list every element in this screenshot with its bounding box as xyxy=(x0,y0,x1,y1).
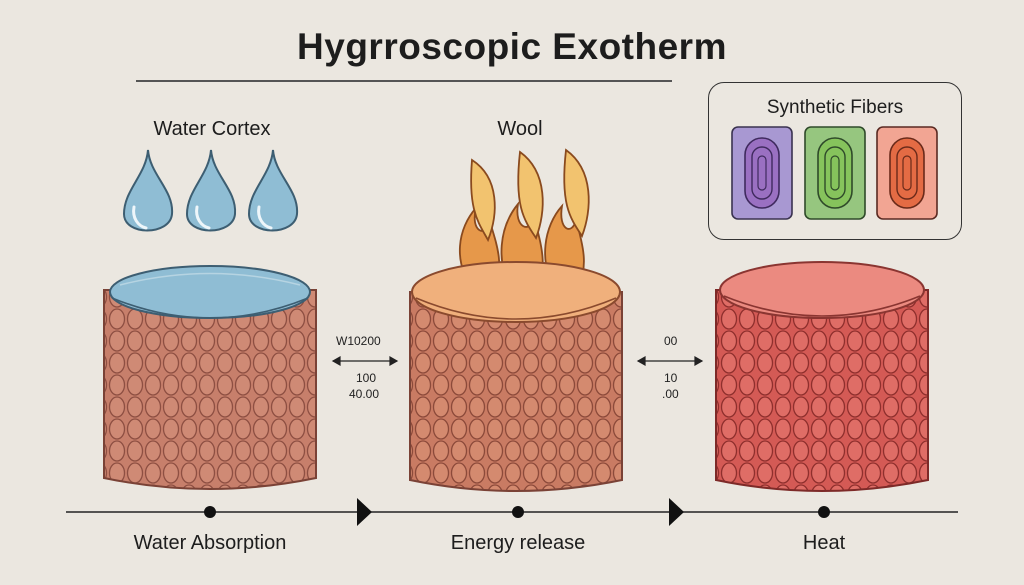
water-drop-icon xyxy=(185,149,237,232)
arrow-label-left-top: W10200 xyxy=(336,334,381,348)
arrow-label-left-mid: 100 xyxy=(356,371,377,385)
fiber-swatch-icon xyxy=(731,126,793,220)
title-divider xyxy=(136,80,672,82)
arrow-label-left-bot: 40.00 xyxy=(349,387,380,401)
arrow-label-right-bot: .00 xyxy=(662,387,679,401)
triangle-right-icon xyxy=(669,498,684,526)
timeline-node xyxy=(512,506,524,518)
label-wool: Wool xyxy=(497,118,543,140)
triangle-right-icon xyxy=(357,498,372,526)
double-arrow-left xyxy=(331,355,399,367)
cylinder-heat xyxy=(715,261,929,492)
step-label-water-absorption: Water Absorption xyxy=(133,532,287,554)
label-synthetic-fibers: Synthetic Fibers xyxy=(766,97,904,118)
water-drop-icon xyxy=(247,149,299,232)
cylinder-water-absorption xyxy=(103,265,317,490)
double-arrow-right xyxy=(636,355,704,367)
timeline-node xyxy=(818,506,830,518)
timeline-node xyxy=(204,506,216,518)
step-label-energy-release: Energy release xyxy=(450,532,586,554)
arrow-label-right-mid: 10 xyxy=(664,371,678,385)
label-water-cortex: Water Cortex xyxy=(153,118,271,140)
fiber-swatch-icon xyxy=(804,126,866,220)
page-title: Hygrroscopic Exotherm xyxy=(297,26,727,67)
cylinder-wool xyxy=(409,261,623,492)
step-label-heat: Heat xyxy=(802,532,846,554)
arrow-label-right-top: 00 xyxy=(664,334,678,348)
fiber-swatch-icon xyxy=(876,126,938,220)
water-drop-icon xyxy=(122,149,174,232)
synthetic-fibers-panel: Synthetic Fibers xyxy=(708,82,962,240)
